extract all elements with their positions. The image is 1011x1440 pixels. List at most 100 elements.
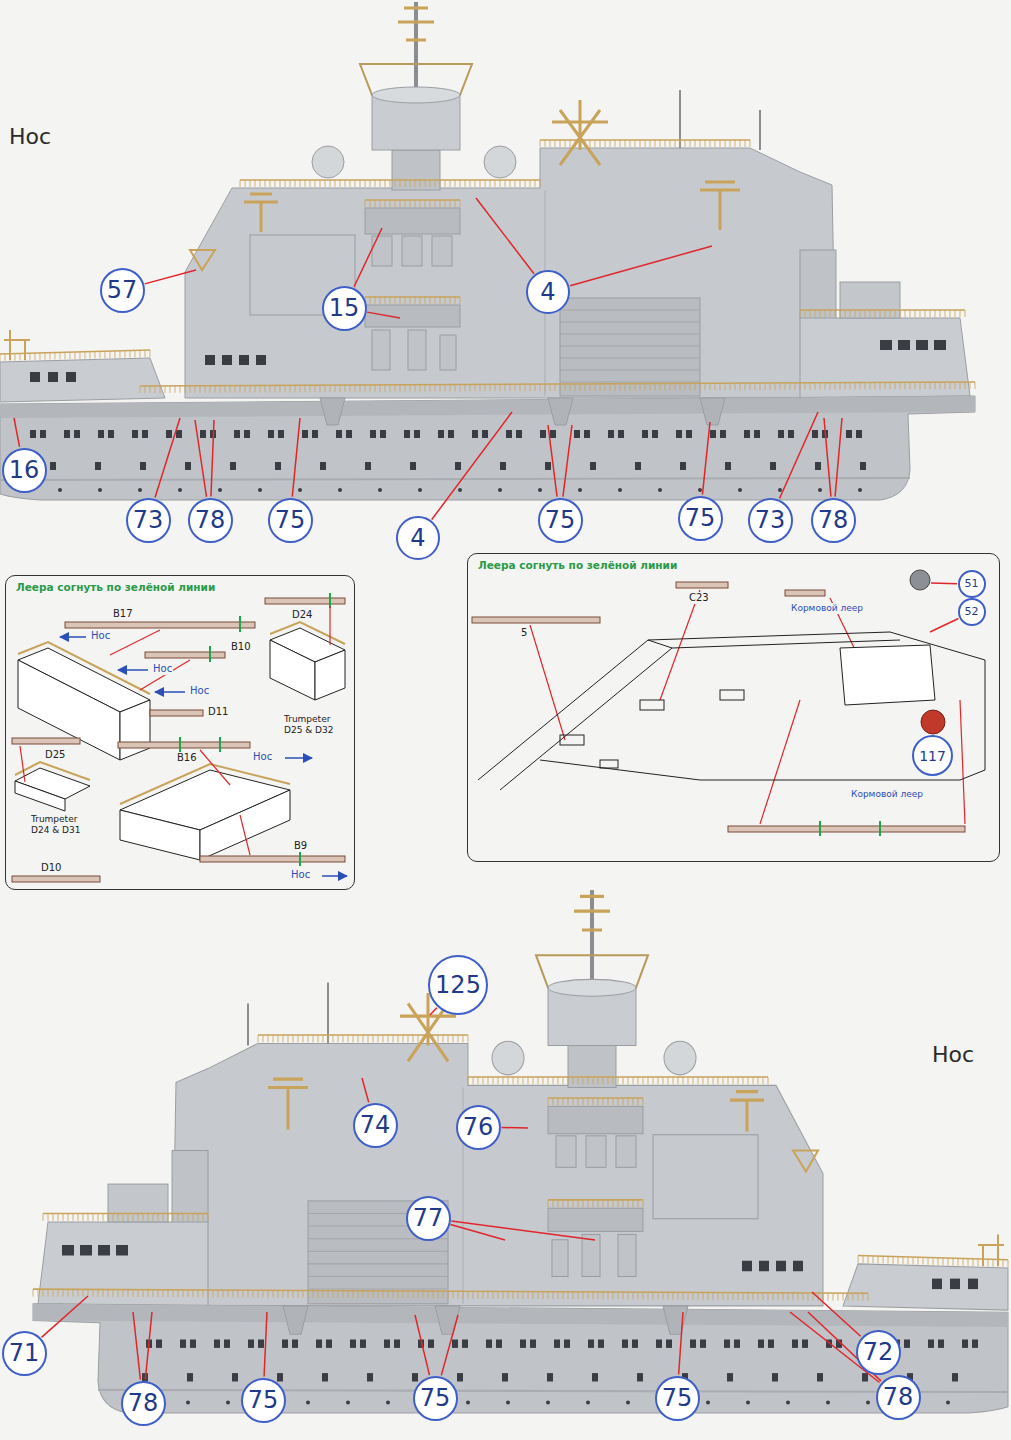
inset-left-drawing-part xyxy=(270,640,315,700)
leader-line-part xyxy=(329,606,330,645)
railing-part xyxy=(575,140,576,147)
part-label: B16 xyxy=(176,752,198,764)
railing-part xyxy=(460,180,461,187)
inset-right-drawing-part xyxy=(478,632,890,780)
railing-part xyxy=(549,384,550,391)
porthole-part xyxy=(818,488,822,492)
porthole-part xyxy=(578,488,582,492)
porthole-part xyxy=(58,488,62,492)
railing-part xyxy=(455,200,456,207)
railing-part xyxy=(74,352,75,359)
porthole-part xyxy=(268,430,274,438)
railing-part xyxy=(139,350,140,357)
callout-text: 57 xyxy=(107,278,138,302)
callout-number: 52 xyxy=(958,598,986,626)
railing-part xyxy=(9,354,10,361)
railing-part xyxy=(410,180,411,187)
part-label: D11 xyxy=(207,706,229,718)
railing-part xyxy=(764,383,765,390)
railing-part xyxy=(24,353,25,360)
leader-line-part xyxy=(835,418,842,497)
ship-side-view-part xyxy=(560,298,700,396)
callout-text: 74 xyxy=(360,1113,391,1137)
leader-line-part xyxy=(430,1008,437,1015)
railing-part xyxy=(404,385,405,392)
railing-part xyxy=(425,180,426,187)
leader-line-part xyxy=(570,246,712,286)
railing-part xyxy=(149,386,150,393)
railing-part xyxy=(655,140,656,147)
railing-part xyxy=(455,297,456,304)
railing-part xyxy=(859,383,860,390)
railing-part xyxy=(399,385,400,392)
inset-railings-part xyxy=(18,642,150,694)
leader-line-part xyxy=(292,418,300,497)
railing-part xyxy=(910,310,911,317)
porthole-part xyxy=(278,430,284,438)
railing-part xyxy=(650,140,651,147)
railing-part xyxy=(289,385,290,392)
railing-part xyxy=(460,200,461,207)
leader-line-part xyxy=(362,1078,369,1102)
railing-part xyxy=(440,200,441,207)
railing-part xyxy=(334,385,335,392)
inset-railings-part xyxy=(120,764,290,804)
railing-part xyxy=(405,200,406,207)
railing-part xyxy=(604,384,605,391)
porthole-part xyxy=(455,462,461,470)
railing-part xyxy=(634,384,635,391)
leader-line-part xyxy=(441,1315,458,1375)
ship-side-view-part xyxy=(880,340,892,350)
railing-part xyxy=(209,386,210,393)
railing-part xyxy=(849,383,850,390)
railing-part xyxy=(550,140,551,147)
railing-part xyxy=(779,383,780,390)
porthole-part xyxy=(676,430,682,438)
railing-part xyxy=(324,385,325,392)
photo-etch-strip-part xyxy=(676,582,728,588)
railing-part xyxy=(395,297,396,304)
railing-part xyxy=(445,180,446,187)
railing-part xyxy=(509,384,510,391)
inset-right-drawing-part xyxy=(700,780,960,781)
railing-part xyxy=(844,383,845,390)
porthole-part xyxy=(108,430,114,438)
railing-part xyxy=(410,297,411,304)
railing-part xyxy=(620,140,621,147)
porthole-part xyxy=(336,430,342,438)
porthole-part xyxy=(498,488,502,492)
railing-part xyxy=(590,140,591,147)
porthole-part xyxy=(590,462,596,470)
railing-part xyxy=(884,382,885,389)
railing-part xyxy=(435,180,436,187)
callout-text: 71 xyxy=(9,1341,40,1365)
railing-part xyxy=(934,382,935,389)
railing-part xyxy=(464,384,465,391)
ship-side-view-part xyxy=(222,355,232,365)
porthole-part xyxy=(516,430,522,438)
railing-part xyxy=(715,140,716,147)
part-label: Нос xyxy=(189,685,210,697)
railing-part xyxy=(689,383,690,390)
porthole-part xyxy=(404,430,410,438)
railing-part xyxy=(325,180,326,187)
railing-part xyxy=(740,140,741,147)
inset-right-drawing-part xyxy=(500,648,672,790)
railing-part xyxy=(299,385,300,392)
railing-part xyxy=(964,382,965,389)
railing-part xyxy=(284,385,285,392)
direction-arrow-part xyxy=(285,757,312,759)
callout-text: 75 xyxy=(685,506,716,530)
porthole-part xyxy=(258,488,262,492)
railing-part xyxy=(445,297,446,304)
ship-side-view-part xyxy=(30,372,40,382)
ship-side-view-part xyxy=(414,2,418,95)
railing-part xyxy=(829,383,830,390)
porthole-part xyxy=(856,430,862,438)
railing-part xyxy=(574,384,575,391)
railing-part xyxy=(29,353,30,360)
railing-part xyxy=(544,384,545,391)
ship-side-view-part xyxy=(552,100,608,165)
railing-part xyxy=(860,310,861,317)
railing-part xyxy=(680,140,681,147)
